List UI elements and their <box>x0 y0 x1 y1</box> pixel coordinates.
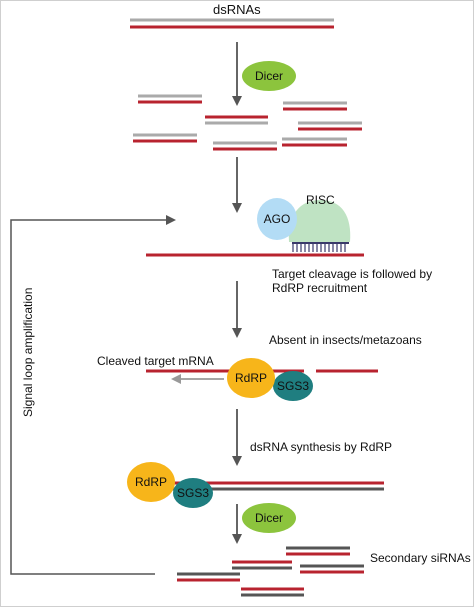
signal-loop-label: Signal loop amplification <box>21 287 35 417</box>
sgs3-protein-bottom <box>173 478 213 508</box>
sgs3-protein-top <box>273 371 313 401</box>
dicer-label-bottom: Dicer <box>254 511 283 525</box>
sgs3-label-top: SGS3 <box>276 379 309 393</box>
risc-body <box>288 200 351 242</box>
ago-label: AGO <box>263 212 291 226</box>
target-cleavage-label: Target cleavage is followed by RdRP recr… <box>272 267 433 295</box>
rdrp-label-bottom: RdRP <box>134 475 167 489</box>
cleaved-mrna-label: Cleaved target mRNA <box>97 354 214 368</box>
rdrp-label-top: RdRP <box>234 371 267 385</box>
rdrp-enzyme-top <box>227 358 275 398</box>
secondary-sirnas-label: Secondary siRNAs <box>370 551 471 565</box>
risc-complex <box>257 198 351 252</box>
sgs3-label-bottom: SGS3 <box>176 486 209 500</box>
dicer-label-top: Dicer <box>254 69 283 83</box>
absent-label: Absent in insects/metazoans <box>269 333 422 347</box>
dicer-enzyme <box>242 61 296 91</box>
sirna-guide-comb <box>292 242 349 252</box>
primary-sirnas <box>133 94 362 151</box>
dsrnas-label: dsRNAs <box>213 2 261 17</box>
ago-protein <box>257 198 297 240</box>
risc-label: RISC <box>306 193 335 207</box>
rdrp-enzyme-bottom <box>127 462 175 502</box>
secondary-sirnas <box>177 546 364 597</box>
amplification-loop-line <box>10 215 176 575</box>
dsrna-synthesis-label: dsRNA synthesis by RdRP <box>250 440 393 454</box>
dicer-enzyme-bottom <box>242 503 296 533</box>
